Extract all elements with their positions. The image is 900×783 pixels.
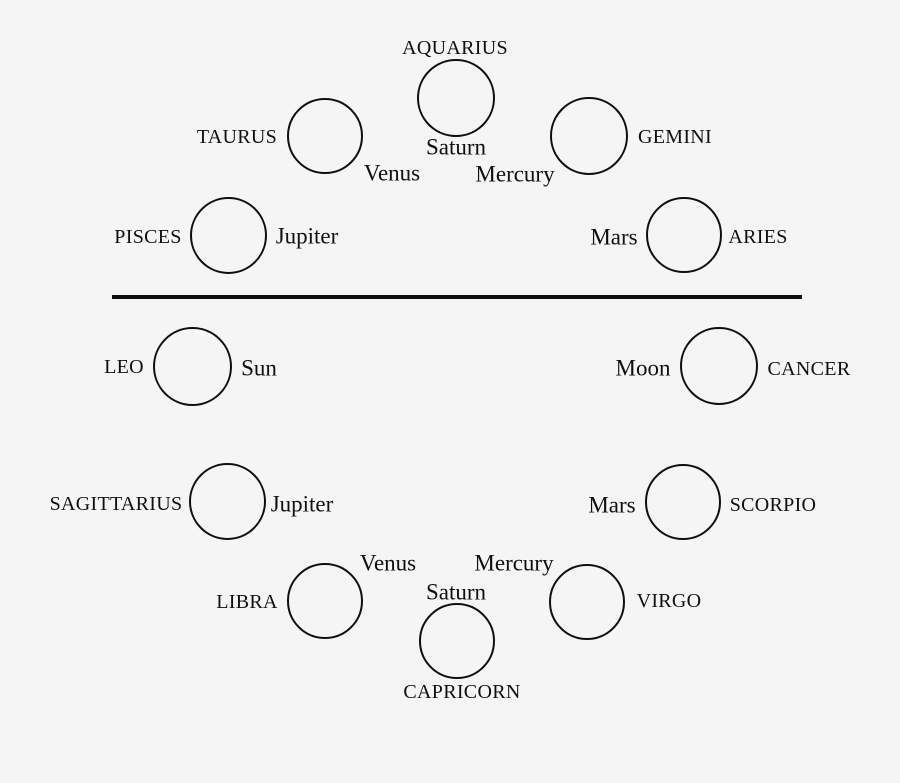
planet-name-cancer: Moon <box>615 355 671 381</box>
sign-name-scorpio: SCORPIO <box>729 494 817 516</box>
sign-name-gemini: GEMINI <box>637 126 713 148</box>
sign-name-pisces: PISCES <box>114 226 182 248</box>
circle-pisces <box>190 197 267 274</box>
planet-name-libra: Venus <box>359 550 417 576</box>
sign-name-leo: LEO <box>104 356 144 378</box>
sign-name-capricorn: CAPRICORN <box>403 681 521 703</box>
planet-name-gemini: Mercury <box>475 161 555 187</box>
circle-gemini <box>550 97 628 175</box>
planet-name-aries: Mars <box>590 224 638 250</box>
circle-aquarius <box>417 59 495 137</box>
sign-name-virgo: VIRGO <box>636 590 702 612</box>
sign-name-libra: LIBRA <box>216 591 278 613</box>
sign-name-taurus: TAURUS <box>196 126 278 148</box>
planet-name-leo: Sun <box>241 355 277 381</box>
planet-name-aquarius: Saturn <box>425 134 487 160</box>
horizon-divider-line <box>112 295 802 299</box>
circle-cancer <box>680 327 758 405</box>
planet-name-pisces: Jupiter <box>275 223 339 249</box>
sign-name-cancer: CANCER <box>767 358 851 380</box>
planet-name-virgo: Mercury <box>474 550 554 576</box>
circle-aries <box>646 197 722 273</box>
circle-leo <box>153 327 232 406</box>
circle-virgo <box>549 564 625 640</box>
sign-name-aquarius: AQUARIUS <box>402 37 508 59</box>
circle-scorpio <box>645 464 721 540</box>
circle-capricorn <box>419 603 495 679</box>
planet-name-scorpio: Mars <box>588 492 636 518</box>
planet-name-capricorn: Saturn <box>425 579 487 605</box>
planet-name-sagittarius: Jupiter <box>270 491 334 517</box>
sign-name-sagittarius: SAGITTARIUS <box>49 493 183 515</box>
planet-name-taurus: Venus <box>363 160 421 186</box>
circle-taurus <box>287 98 363 174</box>
sign-name-aries: ARIES <box>728 226 788 248</box>
circle-libra <box>287 563 363 639</box>
circle-sagittarius <box>189 463 266 540</box>
